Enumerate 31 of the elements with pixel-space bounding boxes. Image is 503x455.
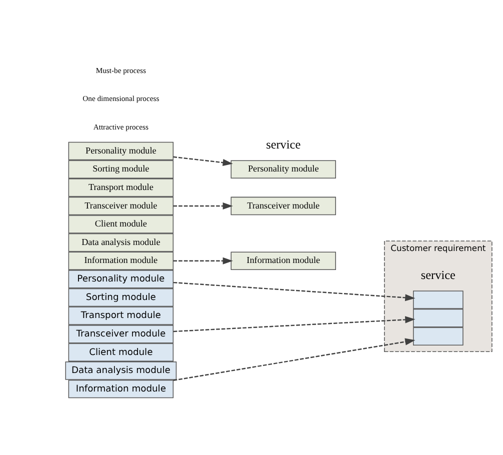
node-box: Client module (68, 343, 174, 362)
node-box: Information module (68, 252, 174, 270)
node-box: Personality module (68, 270, 174, 288)
node-box: Transceiver module (68, 324, 174, 344)
label: Attractive process (92, 122, 148, 132)
node-box: Transceiver module (68, 196, 174, 216)
node-box: Data analysis module (68, 233, 174, 252)
node-box: Data analysis module (64, 362, 176, 380)
node-box (412, 308, 463, 328)
arrow (172, 282, 415, 302)
arrow (172, 338, 415, 381)
node-box: Sorting module (68, 288, 174, 307)
label: service (420, 268, 455, 282)
arrow (172, 257, 232, 264)
node-box: Client module (68, 215, 174, 234)
label: One dimensional process (82, 94, 159, 104)
node-box: Personality module (230, 160, 336, 178)
arrow (172, 316, 415, 332)
node-box: Transceiver module (230, 196, 336, 216)
node-box: Sorting module (68, 160, 174, 178)
node-box: Information module (68, 380, 174, 398)
node-box (412, 290, 463, 309)
node-box: Information module (230, 252, 336, 270)
label: service (266, 138, 300, 152)
arrow (172, 202, 232, 210)
arrow (172, 156, 232, 166)
label: Must-be process (95, 66, 146, 75)
node-box: Transport module (68, 306, 174, 325)
node-box (412, 327, 463, 346)
node-box: Personality module (68, 142, 174, 160)
node-box: Transport module (68, 178, 174, 197)
